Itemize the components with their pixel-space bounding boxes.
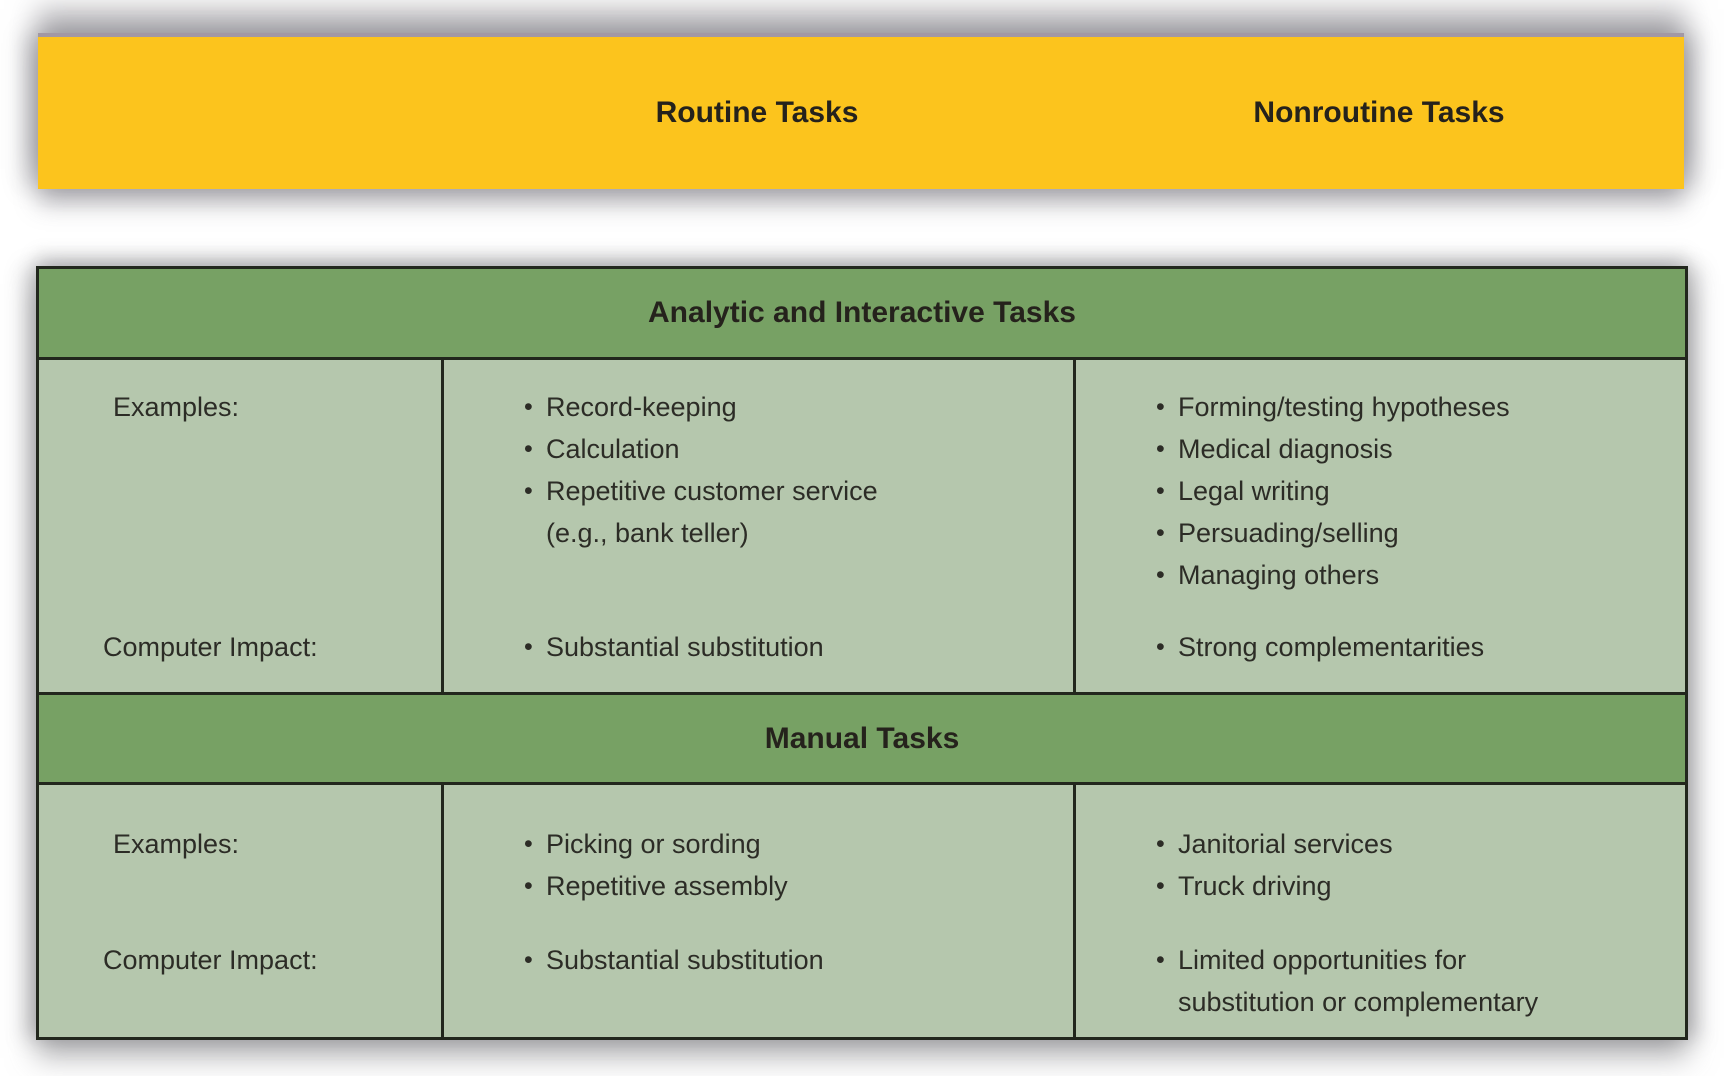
manual-row-labels-cell: Examples: Computer Impact:	[39, 785, 441, 1037]
manual-section-body: Examples: Computer Impact: Picking or so…	[39, 785, 1685, 1037]
impact-item: Strong complementarities	[1076, 626, 1685, 668]
manual-nonroutine-cell: Janitorial services Truck driving Limite…	[1073, 785, 1685, 1037]
list-item: Calculation	[444, 428, 1073, 470]
list-item: Record-keeping	[444, 386, 1073, 428]
section-header-analytic-interactive: Analytic and Interactive Tasks	[39, 269, 1685, 360]
manual-routine-cell: Picking or sording Repetitive assembly S…	[441, 785, 1073, 1037]
analytic-routine-examples-list: Record-keeping Calculation Repetitive cu…	[444, 360, 1073, 554]
list-item: Picking or sording	[444, 823, 1073, 865]
list-item-continuation: (e.g., bank teller)	[546, 518, 749, 548]
manual-routine-examples-list: Picking or sording Repetitive assembly	[444, 785, 1073, 907]
impact-item-continuation: substitution or complementary	[1178, 987, 1539, 1017]
column-header-band: Routine Tasks Nonroutine Tasks	[38, 33, 1684, 189]
list-item: Repetitive assembly	[444, 865, 1073, 907]
column-header-routine-tasks: Routine Tasks	[655, 96, 859, 129]
impact-item: Limited opportunities for	[1076, 939, 1685, 981]
list-item: Janitorial services	[1076, 823, 1685, 865]
analytic-nonroutine-examples-list: Forming/testing hypotheses Medical diagn…	[1076, 360, 1685, 596]
analytic-routine-cell: Record-keeping Calculation Repetitive cu…	[441, 360, 1073, 692]
examples-label: Examples:	[113, 829, 240, 859]
analytic-nonroutine-impact-row: Strong complementarities	[1076, 626, 1685, 668]
manual-nonroutine-examples-list: Janitorial services Truck driving	[1076, 785, 1685, 907]
list-item: Medical diagnosis	[1076, 428, 1685, 470]
impact-item: Substantial substitution	[444, 626, 1073, 668]
section-header-manual-tasks: Manual Tasks	[39, 692, 1685, 785]
analytic-nonroutine-cell: Forming/testing hypotheses Medical diagn…	[1073, 360, 1685, 692]
manual-nonroutine-impact-row: Limited opportunities for substitution o…	[1076, 939, 1685, 1023]
list-item: Forming/testing hypotheses	[1076, 386, 1685, 428]
computer-impact-label: Computer Impact:	[103, 945, 318, 975]
analytic-section-body: Examples: Computer Impact: Record-keepin…	[39, 360, 1685, 692]
manual-routine-impact-row: Substantial substitution	[444, 939, 1073, 981]
list-item: Managing others	[1076, 554, 1685, 596]
list-item: Truck driving	[1076, 865, 1685, 907]
examples-label: Examples:	[113, 392, 240, 422]
analytic-routine-impact-row: Substantial substitution	[444, 626, 1073, 668]
computer-impact-label-row: Computer Impact:	[39, 939, 441, 981]
list-item: Repetitive customer service	[444, 470, 1073, 512]
list-item: Persuading/selling	[1076, 512, 1685, 554]
column-header-nonroutine-tasks: Nonroutine Tasks	[1253, 96, 1505, 129]
impact-item: Substantial substitution	[444, 939, 1073, 981]
task-table: Analytic and Interactive Tasks Examples:…	[36, 266, 1688, 1040]
list-item: Legal writing	[1076, 470, 1685, 512]
analytic-row-labels-cell: Examples: Computer Impact:	[39, 360, 441, 692]
computer-impact-label: Computer Impact:	[103, 632, 318, 662]
computer-impact-label-row: Computer Impact:	[39, 626, 441, 668]
